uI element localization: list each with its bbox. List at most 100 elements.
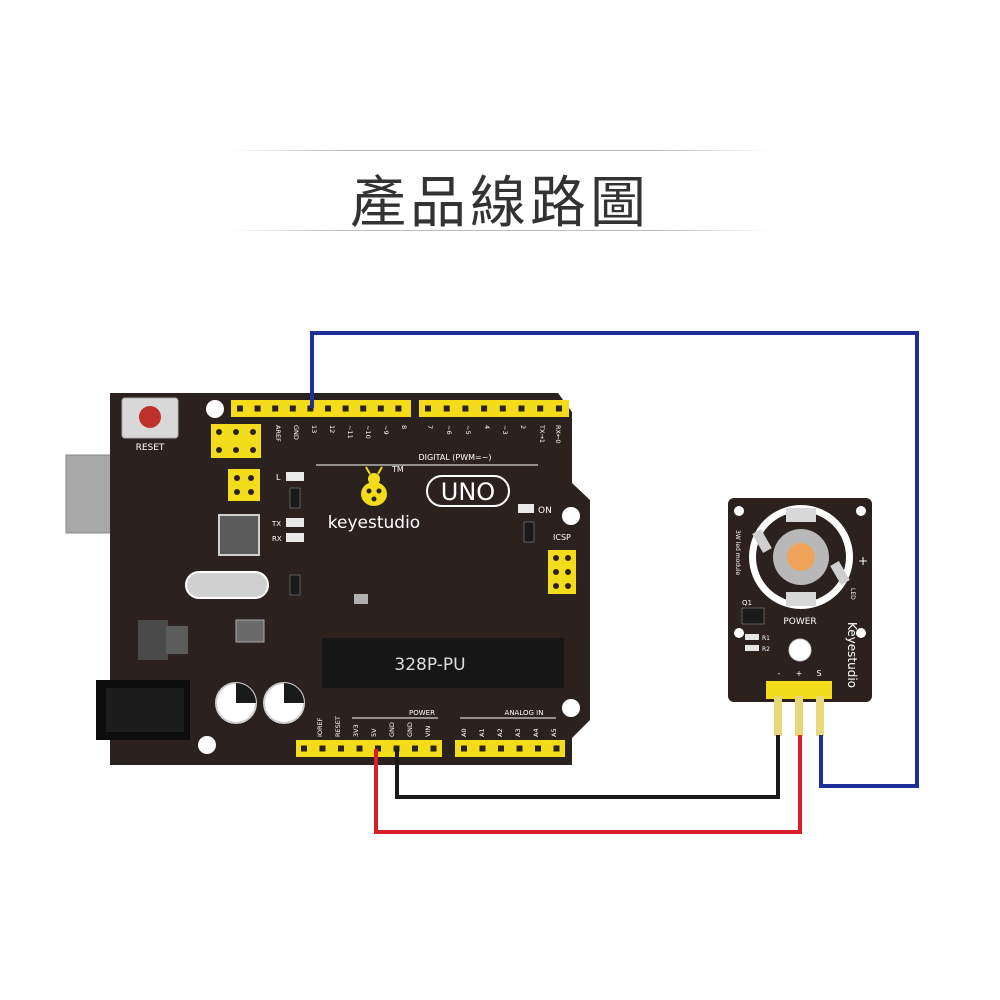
header-pin[interactable] [301, 745, 307, 752]
module-mount-hole [856, 628, 866, 638]
header-pin[interactable] [516, 745, 523, 752]
module-mount-hole [856, 506, 866, 516]
rx-led-label: RX [272, 535, 282, 543]
digital-pin-label: 4 [483, 425, 491, 429]
uno-logo: UNO [441, 478, 495, 506]
module-pin-gnd[interactable] [774, 696, 782, 736]
digital-pin-label: 8 [400, 425, 408, 429]
header-pin[interactable] [237, 405, 243, 412]
header-pin[interactable] [375, 745, 381, 752]
ground-wire [395, 735, 780, 799]
jumper-pin [216, 447, 222, 453]
digital-pin-label: 13 [310, 425, 318, 433]
icsp-pin [565, 555, 571, 561]
header-pin[interactable] [254, 405, 261, 412]
jumper-pin [250, 429, 256, 435]
power-pin-label: VIN [424, 726, 432, 737]
smd-resistor [289, 487, 301, 509]
digital-header-pins [237, 405, 562, 412]
led-pad [752, 528, 772, 554]
trademark: TM [391, 465, 404, 474]
header-pin[interactable] [461, 745, 467, 752]
analog-label: ANALOG IN [505, 709, 544, 717]
main-chip [322, 638, 564, 688]
header-pin[interactable] [377, 405, 384, 412]
small-component [354, 594, 368, 604]
digital-pin-label: ~10 [364, 425, 372, 439]
jumper-pin [233, 447, 239, 453]
header-pin[interactable] [553, 745, 560, 752]
led-module: 3W led module + LED Keyestudio Q1 R1 R2 … [728, 498, 872, 736]
resistor-r2 [745, 645, 759, 651]
header-pin[interactable] [425, 405, 431, 412]
module-brand: Keyestudio [845, 622, 859, 688]
mount-hole [198, 736, 216, 754]
analog-pin-label: A2 [496, 728, 504, 737]
capacitor-mark [236, 683, 256, 703]
header-pin[interactable] [499, 405, 506, 412]
header-pin[interactable] [393, 745, 400, 752]
header-pin[interactable] [462, 405, 469, 412]
header-pin[interactable] [338, 745, 344, 752]
jumper-pin [233, 429, 239, 435]
led-pad [786, 592, 816, 606]
digital-pin-label: RX←0 [554, 425, 562, 444]
smd-resistor [523, 521, 535, 543]
header-pin[interactable] [555, 405, 562, 412]
header-pin[interactable] [356, 745, 363, 752]
header-pin[interactable] [537, 405, 544, 412]
analog-pin-label: A5 [550, 728, 558, 737]
header-pin[interactable] [342, 405, 349, 412]
module-led-text: LED [849, 588, 856, 600]
power-pin-label: GND [388, 722, 396, 737]
led-pad [830, 560, 850, 586]
header-pin[interactable] [360, 405, 367, 412]
power-wire [374, 735, 802, 834]
mount-hole [206, 400, 224, 418]
uno-logo-frame [426, 475, 510, 507]
header-pin[interactable] [307, 405, 314, 412]
smd-resistor [289, 574, 301, 596]
digital-pin-label: AREF [274, 425, 282, 442]
resistor-r1 [745, 634, 759, 640]
digital-header-right [419, 400, 569, 417]
header-pin[interactable] [518, 405, 525, 412]
pin-minus-label: - [778, 669, 781, 678]
main-chip-label: 328P-PU [394, 655, 465, 675]
l-led-label: L [276, 473, 281, 482]
module-pin-vcc[interactable] [795, 696, 803, 736]
module-pin-signal[interactable] [816, 696, 824, 736]
header-pin[interactable] [535, 745, 541, 752]
analog-pin-label: A0 [460, 728, 468, 737]
digital-pin-label: GND [292, 425, 300, 440]
header-pin[interactable] [325, 405, 331, 412]
voltage-regulator-tab [166, 626, 188, 654]
title-area: 產品線路圖 [0, 140, 1000, 240]
header-pin[interactable] [289, 405, 296, 412]
on-label: ON [538, 506, 552, 516]
header-pin[interactable] [443, 405, 450, 412]
tx-led-label: TX [271, 520, 281, 528]
header-pin[interactable] [395, 405, 402, 412]
header-pin[interactable] [272, 405, 279, 412]
header-pin[interactable] [498, 745, 504, 752]
header-pin[interactable] [430, 745, 437, 752]
pin-s-label: S [816, 669, 821, 678]
power-pin-label: 3V3 [352, 724, 360, 737]
power-pin-label: 5V [370, 728, 378, 737]
header-pin[interactable] [319, 745, 326, 752]
mount-hole [562, 507, 580, 525]
icsp-label: ICSP [553, 533, 571, 542]
header-pin[interactable] [479, 745, 486, 752]
module-power-label: POWER [783, 617, 816, 627]
header-pin[interactable] [481, 405, 488, 412]
module-pin-header [766, 681, 832, 699]
module-mount-hole [734, 506, 744, 516]
analog-header [455, 740, 565, 757]
header-pin[interactable] [412, 745, 418, 752]
analog-pin-label: A3 [514, 728, 522, 737]
bottom-header-pins [301, 745, 560, 752]
digital-pin-label: ~5 [464, 425, 472, 435]
